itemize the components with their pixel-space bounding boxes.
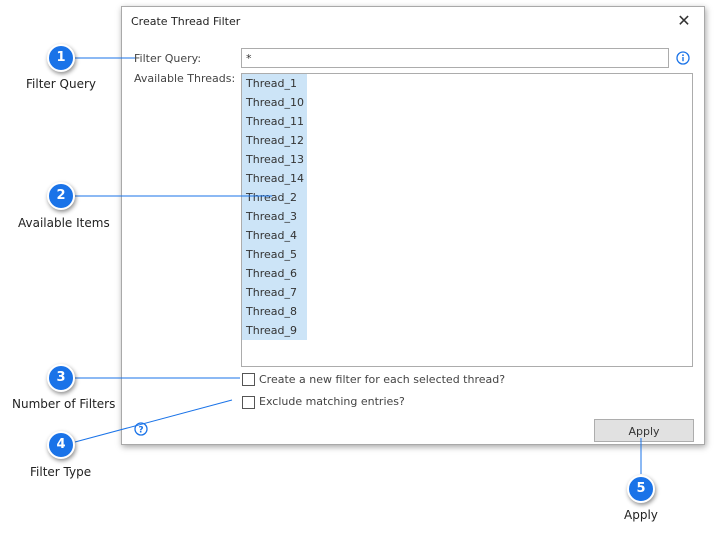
available-threads-label: Available Threads: bbox=[134, 72, 236, 85]
apply-button[interactable]: Apply bbox=[594, 419, 694, 442]
list-item[interactable]: Thread_4 bbox=[242, 226, 307, 245]
exclude-matching-label[interactable]: Exclude matching entries? bbox=[259, 395, 405, 408]
callout-badge-2: 2 bbox=[47, 182, 75, 210]
callout-badge-4: 4 bbox=[47, 431, 75, 459]
callout-badge-5: 5 bbox=[627, 475, 655, 503]
callout-label-5: Apply bbox=[624, 508, 658, 522]
svg-text:?: ? bbox=[138, 425, 143, 435]
list-item[interactable]: Thread_11 bbox=[242, 112, 307, 131]
list-item[interactable]: Thread_14 bbox=[242, 169, 307, 188]
list-item[interactable]: Thread_9 bbox=[242, 321, 307, 340]
exclude-matching-checkbox[interactable] bbox=[242, 396, 255, 409]
filter-query-input[interactable] bbox=[241, 48, 669, 68]
info-icon[interactable] bbox=[676, 51, 690, 65]
create-thread-filter-dialog: Create Thread Filter ✕ Filter Query: Ava… bbox=[121, 6, 705, 445]
list-item[interactable]: Thread_5 bbox=[242, 245, 307, 264]
filter-query-label: Filter Query: bbox=[134, 52, 202, 65]
list-item[interactable]: Thread_13 bbox=[242, 150, 307, 169]
callout-badge-3: 3 bbox=[47, 364, 75, 392]
list-item[interactable]: Thread_7 bbox=[242, 283, 307, 302]
callout-badge-1: 1 bbox=[47, 44, 75, 72]
list-item[interactable]: Thread_3 bbox=[242, 207, 307, 226]
help-icon[interactable]: ? bbox=[134, 422, 148, 436]
list-item[interactable]: Thread_1 bbox=[242, 74, 307, 93]
list-item[interactable]: Thread_6 bbox=[242, 264, 307, 283]
close-icon[interactable]: ✕ bbox=[677, 11, 691, 30]
new-filter-each-label[interactable]: Create a new filter for each selected th… bbox=[259, 373, 506, 386]
callout-label-3: Number of Filters bbox=[12, 397, 116, 411]
callout-label-1: Filter Query bbox=[26, 77, 97, 91]
callout-label-2: Available Items bbox=[18, 216, 110, 230]
list-item[interactable]: Thread_12 bbox=[242, 131, 307, 150]
callout-label-4: Filter Type bbox=[30, 465, 92, 479]
list-item[interactable]: Thread_8 bbox=[242, 302, 307, 321]
dialog-title: Create Thread Filter bbox=[131, 15, 241, 28]
list-item[interactable]: Thread_10 bbox=[242, 93, 307, 112]
new-filter-each-checkbox[interactable] bbox=[242, 373, 255, 386]
list-item[interactable]: Thread_2 bbox=[242, 188, 307, 207]
